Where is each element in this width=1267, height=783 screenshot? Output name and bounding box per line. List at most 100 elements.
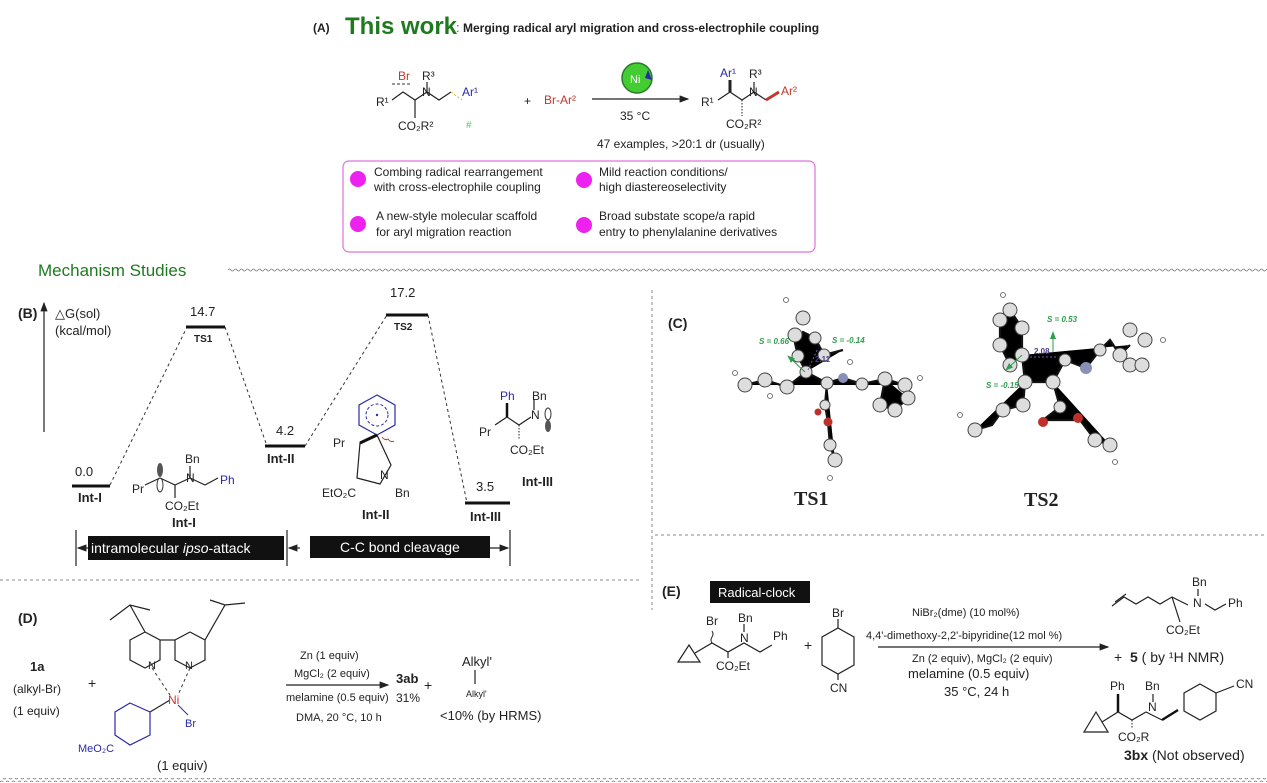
section-title: Mechanism Studies [38,261,186,280]
dimer-yield: <10% (by HRMS) [440,708,542,723]
ester-group: CO₂Et [716,659,751,673]
structure-label: Int-II [362,507,389,522]
panel-b-energy-profile: (B) △G(sol) (kcal/mol) 0.0 Int-I 14.7 TS… [18,285,553,566]
dimer-alkyl: Alkyl' [462,654,492,669]
condition-line: 4,4'-dimethoxy-2,2'-bipyridine(12 mol %) [866,630,1062,642]
reactant-ar1: Ar¹ [462,85,478,99]
panel-c-label: (C) [668,315,687,331]
scope-summary: 47 examples, >20:1 dr (usually) [597,137,765,151]
level-label: TS2 [394,322,413,333]
product-5-label: 5 ( by ¹H NMR) [1130,649,1224,665]
panel-b-label: (B) [18,305,37,321]
condition-line: MgCl₂ (2 equiv) [294,668,370,680]
ph-group: Ph [1110,679,1125,693]
int-ii-structure: Pr N EtO₂C Bn Int-II [322,394,410,522]
condition-line: melamine (0.5 equiv) [908,666,1029,681]
level-ts2: 17.2 TS2 [386,285,428,333]
nitrogen: N [531,408,540,422]
level-label: Int-III [470,509,501,524]
product-yield: 31% [396,691,420,705]
level-ts1: 14.7 TS1 [186,304,225,345]
feature-item: Broad substate scope/a rapid entry to ph… [576,209,777,239]
product-n: N [749,85,758,99]
ester-group: MeO₂C [78,743,114,755]
bn-group: Bn [1192,575,1207,589]
ester-group: EtO₂C [322,486,356,500]
nickel-center: Ni [168,693,179,707]
pr-group: Pr [479,425,491,439]
bond-distance: 2.08 [1034,347,1050,356]
ester-group: CO₂Et [1166,623,1201,637]
bn-group: Bn [738,611,753,625]
reactant-co2r2: CO₂R² [398,119,433,133]
pr-group: Pr [132,482,144,496]
nitrile: CN [830,681,847,695]
axis-label: △G(sol) [55,306,100,321]
int-iii-structure: Ph Bn N Pr CO₂Et Int-III [479,389,553,489]
level-int-iii: 3.5 Int-III [465,479,510,524]
feature-text: entry to phenylalanine derivatives [599,225,777,239]
structure-label: Int-III [522,474,553,489]
panel-a: (A) This work : Merging radical aryl mig… [313,13,819,253]
reaction-temperature: 35 °C [620,109,650,123]
bromide: Br [706,614,718,628]
ts1-label: TS1 [794,488,828,510]
product-r1: R¹ [701,95,714,109]
radical-clock-badge [710,581,810,603]
plus-sign: + [524,94,531,108]
ester-group: CO₂R [1118,730,1150,744]
feature-item: A new-style molecular scaffold for aryl … [350,209,537,239]
energy-value: 3.5 [476,479,494,494]
bullet-icon [350,171,366,187]
spin-density: S = 0.66 [759,337,790,346]
level-label: Int-I [78,490,102,505]
panel-c-transition-states: (C) S = [668,292,1166,511]
product-co2r2: CO₂R² [726,117,761,131]
aryl-bromide-structure: Br CN [821,606,855,695]
panel-d-label: (D) [18,610,37,626]
feature-item: Combing radical rearrangement with cross… [350,165,543,194]
aryl-bromide-reagent: Br-Ar² [544,93,576,107]
title-colon: : [456,20,460,35]
ester-group: CO₂Et [510,443,545,457]
product-r3: R³ [749,67,762,81]
spin-density: S = -0.14 [832,336,865,345]
condition-line: melamine (0.5 equiv) [286,692,389,704]
ester-group: CO₂Et [165,499,200,513]
product-3bx-label: 3bx (Not observed) [1124,747,1245,763]
level-label: TS1 [194,334,213,345]
bond-distance: 2.11 [815,355,831,364]
radical-clock-substrate: Br Bn N Ph CO₂Et [676,611,788,673]
ph-group: Ph [220,473,235,487]
feature-text: A new-style molecular scaffold [376,209,537,223]
ph-group: Ph [1228,596,1243,610]
catalyst-label: Ni [630,74,640,86]
condition-line: NiBr₂(dme) (10 mol%) [912,607,1020,619]
subtitle: Merging radical aryl migration and cross… [463,21,819,35]
dimer-alkyl: Alkyl' [466,689,487,699]
reactant-r3: R³ [422,69,435,83]
nitrogen: N [186,471,195,485]
nitrogen: N [1148,700,1157,714]
ph-group: Ph [500,389,515,403]
complex-equiv: (1 equiv) [157,758,208,773]
bullet-icon [576,217,592,233]
nickel-complex-structure: N N Ni Br MeO₂C (1 equiv) [78,599,246,773]
substrate-desc: (alkyl-Br) [13,682,61,696]
plus-sign: + [424,677,432,693]
features-box: Combing radical rearrangement with cross… [342,160,816,253]
ts2-3d-model: S = 0.53 S = -0.15 2.08 TS2 [957,292,1166,511]
reactant-structure: Br R³ N Ar¹ R¹ CO₂R² # [376,69,478,133]
panel-a-label: (A) [313,21,330,35]
plus-sign: + [1114,649,1122,665]
reactant-r1: R¹ [376,95,389,109]
nitrogen: N [148,660,156,672]
level-int-ii: 4.2 Int-II [265,423,305,466]
step-cc-cleavage: C-C bond cleavage [340,539,460,555]
reactant-n: N [422,85,431,99]
panel-e-radical-clock: (E) Radical-clock Br Bn N Ph CO₂Et + Br … [662,575,1253,763]
step-brackets: intramolecular ipso-attack C-C bond clea… [75,530,511,566]
pr-group: Pr [333,436,345,450]
feature-text: with cross-electrophile coupling [373,180,541,194]
wavy-divider [228,268,1267,272]
